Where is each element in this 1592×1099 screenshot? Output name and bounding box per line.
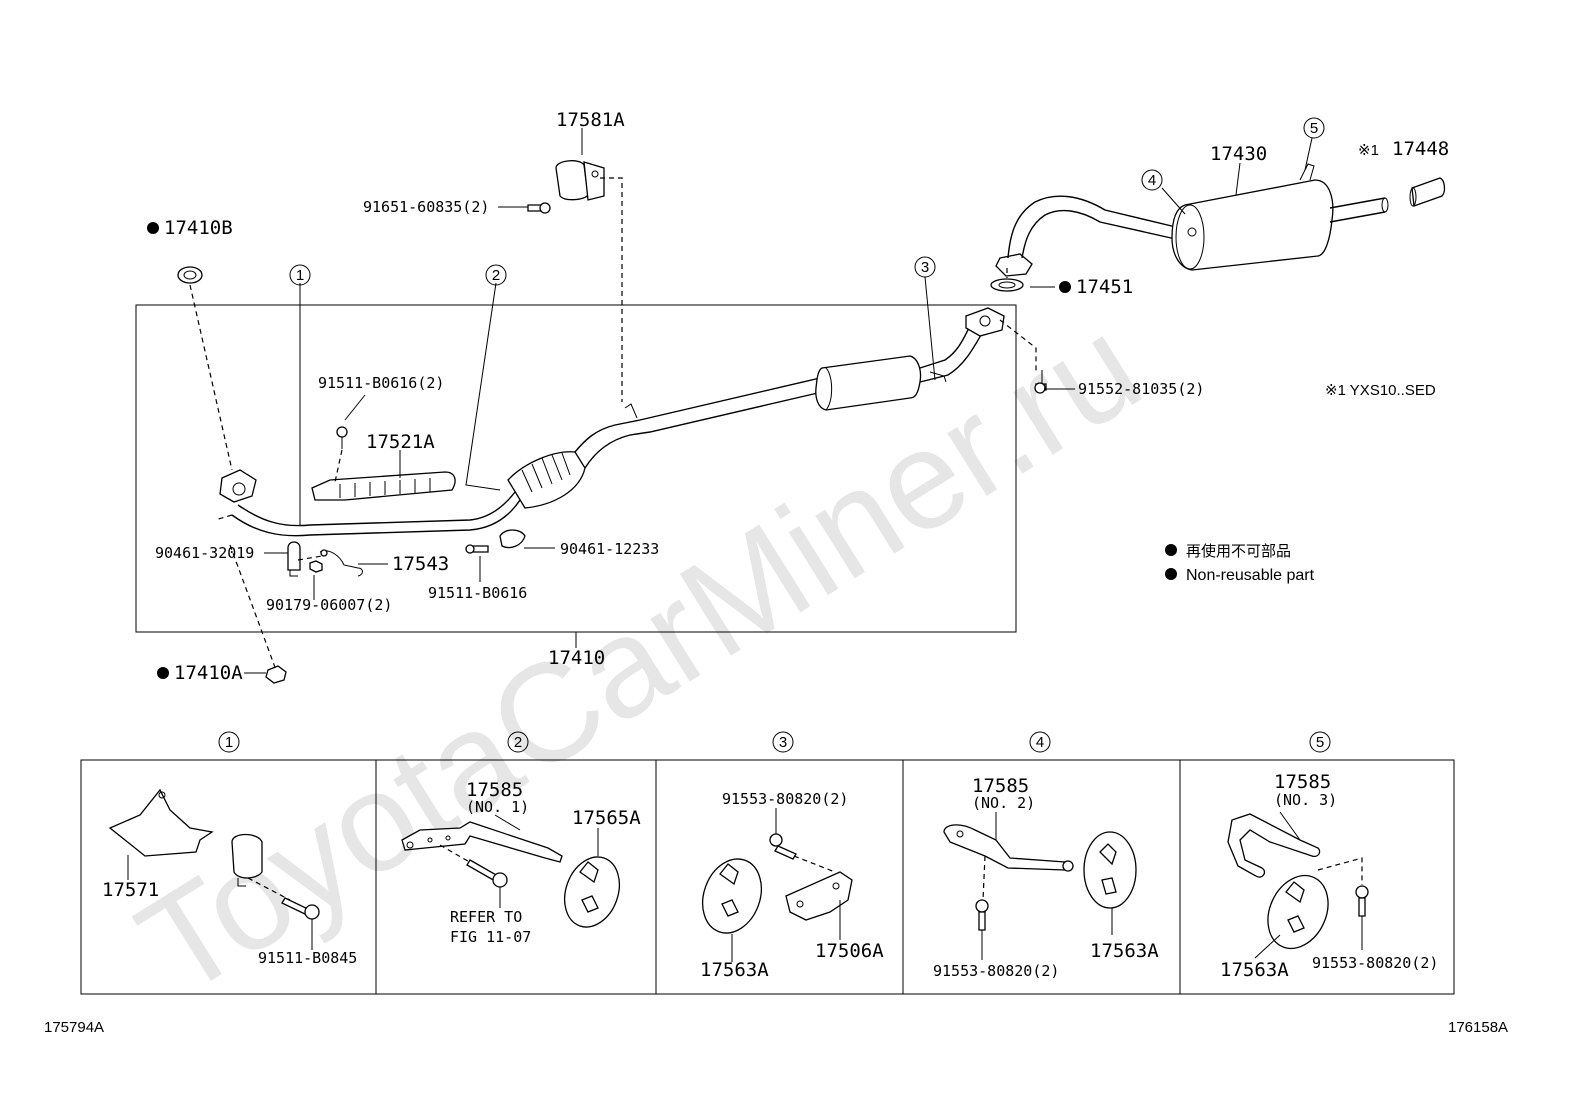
label-91553-80820-box5: 91553-80820(2) — [1312, 954, 1438, 972]
label-91553-80820-box4: 91553-80820(2) — [933, 962, 1059, 980]
svg-text:3: 3 — [921, 259, 929, 276]
detail-callout-5: 5 — [1309, 731, 1331, 753]
detail-panel — [80, 759, 1455, 995]
svg-text:1: 1 — [296, 267, 304, 284]
label-17585-no1: 17585 — [466, 779, 523, 801]
detail-box-4: 17585 (NO. 2) 17563A 91553-80820(2) — [933, 775, 1159, 980]
label-91511-B0616-2: 91511-B0616(2) — [318, 374, 444, 392]
svg-text:2: 2 — [514, 734, 522, 751]
label-90461-32019: 90461-32019 — [155, 544, 254, 562]
svg-text:5: 5 — [1310, 120, 1318, 137]
footer-right-code: 176158A — [1448, 1019, 1508, 1036]
legend-text-jp: 再使用不可部品 — [1186, 543, 1291, 560]
label-91651-60835: 91651-60835(2) — [363, 198, 489, 216]
non-reusable-mark-17410A — [157, 667, 169, 679]
callout-3: 3 — [914, 256, 936, 278]
svg-text:5: 5 — [1316, 734, 1324, 751]
refer-line-2: FIG 11-07 — [450, 928, 531, 946]
label-17543: 17543 — [392, 553, 449, 575]
svg-text:4: 4 — [1036, 734, 1044, 751]
label-17563A-box3: 17563A — [700, 959, 769, 981]
label-17571: 17571 — [102, 879, 159, 901]
label-17448-prefix: ※1 — [1358, 142, 1379, 159]
label-17521A: 17521A — [366, 431, 435, 453]
label-17410B: 17410B — [164, 217, 233, 239]
non-reusable-mark-17451 — [1059, 281, 1071, 293]
detail-callout-2: 2 — [507, 731, 529, 753]
detail-box-3: 91553-80820(2) 17563A 17506A — [700, 790, 884, 981]
detail-callout-1: 1 — [218, 731, 240, 753]
detail-box-1: 17571 91511-B0845 — [102, 788, 357, 967]
label-17451: 17451 — [1076, 276, 1133, 298]
label-91552-81035: 91552-81035(2) — [1078, 380, 1204, 398]
small-parts — [177, 160, 1047, 684]
label-17581A: 17581A — [556, 109, 625, 131]
callout-4: 4 — [1141, 169, 1163, 191]
label-17563A-box4: 17563A — [1090, 940, 1159, 962]
label-no3: (NO. 3) — [1274, 791, 1337, 809]
label-17563A-box5: 17563A — [1220, 959, 1289, 981]
label-17410A: 17410A — [174, 662, 243, 684]
legend-mark-jp — [1165, 544, 1177, 556]
leader-lines — [244, 128, 1313, 674]
label-91553-80820-box3: 91553-80820(2) — [722, 790, 848, 808]
refer-line-1: REFER TO — [450, 908, 522, 926]
detail-callout-4: 4 — [1029, 731, 1051, 753]
label-17585-no2: 17585 — [972, 775, 1029, 797]
label-17410: 17410 — [548, 647, 605, 669]
callout-5: 5 — [1303, 117, 1325, 139]
svg-text:2: 2 — [492, 267, 500, 284]
detail-callout-3: 3 — [772, 731, 794, 753]
label-no1: (NO. 1) — [466, 798, 529, 816]
label-no2: (NO. 2) — [972, 794, 1035, 812]
exhaust-pipe-assembly — [219, 307, 1005, 537]
label-90461-12233: 90461-12233 — [560, 540, 659, 558]
detail-box-2: 17585 (NO. 1) 17565A REFER TO FIG 11-07 — [401, 779, 641, 946]
callout-1: 1 — [289, 264, 311, 286]
footer-left-code: 175794A — [44, 1019, 104, 1036]
label-17430: 17430 — [1210, 143, 1267, 165]
callout-2: 2 — [485, 264, 507, 286]
non-reusable-mark-17410B — [147, 222, 159, 234]
svg-text:1: 1 — [225, 734, 233, 751]
label-17448: 17448 — [1392, 138, 1449, 160]
label-17585-no3: 17585 — [1274, 771, 1331, 793]
detail-box-5: 17585 (NO. 3) 17563A 91553-80820(2) — [1220, 771, 1438, 981]
tail-pipe-assembly — [990, 163, 1446, 292]
label-91511-B0845: 91511-B0845 — [258, 949, 357, 967]
legend-mark-en — [1165, 568, 1177, 580]
model-note: ※1 YXS10..SED — [1325, 382, 1436, 399]
label-91511-B0616: 91511-B0616 — [428, 584, 527, 602]
legend-text-en: Non-reusable part — [1186, 567, 1315, 584]
label-17565A: 17565A — [572, 807, 641, 829]
svg-text:3: 3 — [779, 734, 787, 751]
svg-text:4: 4 — [1148, 172, 1156, 189]
label-90179-06007: 90179-06007(2) — [266, 596, 392, 614]
label-17506A: 17506A — [815, 940, 884, 962]
guide-lines — [189, 177, 1037, 671]
